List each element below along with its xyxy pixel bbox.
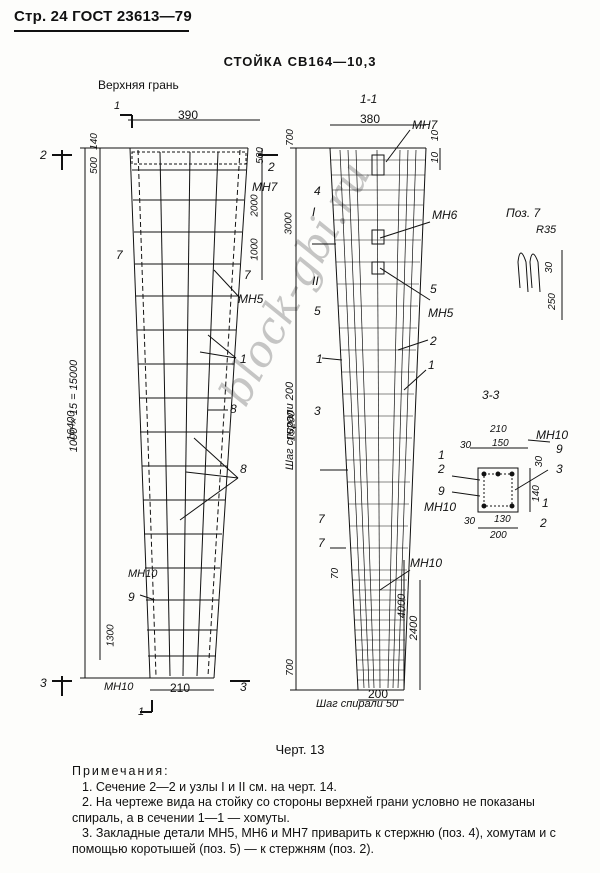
header-rule [14, 30, 189, 32]
section-mark-3-left: 3 [40, 676, 47, 690]
section-1-1-outline [329, 147, 427, 691]
dim-1-2400: 2400 [408, 615, 421, 641]
section-mark-1-bottom: 1 [138, 706, 145, 718]
dim-spiral-70: 70 [330, 567, 342, 580]
spiral-pitch-50: Шаг спирали 50 [316, 698, 399, 710]
callout-mn10b: МН10 [104, 681, 134, 693]
pos7-bar [517, 250, 563, 320]
s3-dim-150: 150 [492, 438, 509, 449]
notes-block: Примечания: 1. Сечение 2—2 и узлы I и II… [72, 764, 572, 857]
s3-callout-9b: 9 [438, 484, 445, 498]
section-3-3-label: 3-3 [482, 388, 500, 402]
s3-dim-30a: 30 [460, 440, 472, 451]
s3-dim-30c: 30 [534, 455, 546, 468]
dim-right-500: 500 [254, 147, 266, 164]
s3-dim-130: 130 [494, 514, 511, 525]
section-3-3 [451, 439, 551, 529]
callout-1-1a: 1 [316, 352, 323, 366]
s3-callout-1b: 1 [542, 496, 549, 510]
s3-callout-9a: 9 [556, 442, 563, 456]
dim-15000: 1000 × 15 = 15000 [68, 359, 81, 453]
s3-callout-3: 3 [556, 462, 563, 476]
callout-9: 9 [128, 590, 135, 604]
s3-callout-mn10b: МН10 [424, 500, 457, 514]
pos7-dim-250: 250 [546, 293, 558, 310]
dim-500: 500 [88, 157, 100, 174]
dim-1-700-bottom: 700 [284, 659, 296, 676]
section-mark-3-right: 3 [240, 680, 247, 694]
section-1-1-label: 1-1 [360, 92, 378, 106]
callout-8a: 8 [230, 402, 237, 416]
callout-1-5b: 5 [314, 304, 321, 318]
note-3: 3. Закладные детали МН5, МН6 и МН7 прива… [72, 826, 556, 856]
page-header: Стр. 24 ГОСТ 23613—79 [14, 8, 192, 25]
section-1-1-bottom-width: 200 [368, 687, 389, 701]
s3-dim-140: 140 [530, 485, 542, 502]
dim-1-10b: 10 [430, 151, 442, 164]
dim-1-4000: 4000 [396, 593, 409, 619]
callout-1-II: II [312, 274, 319, 288]
dim-140: 140 [88, 133, 100, 150]
figure-caption: Черт. 13 [275, 742, 325, 757]
callout-mn10a: МН10 [128, 568, 158, 580]
section-1-1-top-width: 380 [360, 112, 381, 126]
pos7-radius: R35 [536, 224, 557, 236]
s3-dim-210: 210 [490, 424, 507, 435]
s3-dim-200: 200 [490, 530, 507, 541]
dim-right-1000: 1000 [249, 238, 261, 261]
spiral-pitch-200: Шаг спирали 200 [284, 381, 297, 471]
dim-1-700-top: 700 [284, 129, 296, 146]
note-2: 2. На чертеже вида на стойку со стороны … [72, 795, 535, 825]
left-bottom-width: 210 [170, 681, 191, 695]
callout-mn7: МН7 [252, 180, 278, 194]
callout-1-mn6: МН6 [432, 208, 458, 222]
s3-callout-mn10a: МН10 [536, 428, 569, 442]
callout-1-mn10: МН10 [410, 556, 443, 570]
section-1-1-hatch [339, 149, 417, 689]
left-view-outline [129, 147, 249, 679]
callout-1-I: I [312, 205, 316, 219]
callout-7a: 7 [116, 248, 123, 262]
callout-1-4: 4 [314, 184, 321, 198]
s3-callout-2a: 2 [438, 462, 445, 476]
pos7-label: Поз. 7 [506, 206, 541, 220]
drawing-title: СТОЙКА СВ164—10,3 [223, 54, 377, 69]
notes-heading: Примечания: [72, 764, 170, 778]
callout-8b: 8 [240, 462, 247, 476]
callout-1-2: 2 [430, 334, 437, 348]
pos7-dim-30: 30 [544, 261, 556, 274]
section-mark-2-left: 2 [40, 148, 47, 162]
s3-dim-30b: 30 [464, 516, 476, 527]
note-1: 1. Сечение 2—2 и узлы I и II см. на черт… [82, 779, 337, 794]
s3-callout-1a: 1 [438, 448, 445, 462]
callout-1-1b: 1 [428, 358, 435, 372]
section-mark-2-right: 2 [268, 160, 275, 174]
callout-1-7a: 7 [318, 512, 325, 526]
top-face-label: Верхняя грань [98, 78, 179, 92]
callout-1-mn7: МН7 [412, 118, 438, 132]
section-mark-1-top: 1 [114, 100, 121, 112]
dim-1300: 1300 [105, 624, 117, 647]
left-top-width: 390 [178, 108, 199, 122]
s3-callout-2b: 2 [540, 516, 547, 530]
callout-1-5a: 5 [430, 282, 437, 296]
dim-right-2000: 2000 [249, 194, 261, 217]
callout-7b: 7 [244, 268, 251, 282]
left-view-rungs [132, 169, 246, 657]
callout-mn5: МН5 [238, 292, 264, 306]
callout-1-mn5: МН5 [428, 306, 454, 320]
callout-1-7b: 7 [318, 536, 325, 550]
callout-1-3: 3 [314, 404, 321, 418]
callout-1: 1 [240, 352, 247, 366]
